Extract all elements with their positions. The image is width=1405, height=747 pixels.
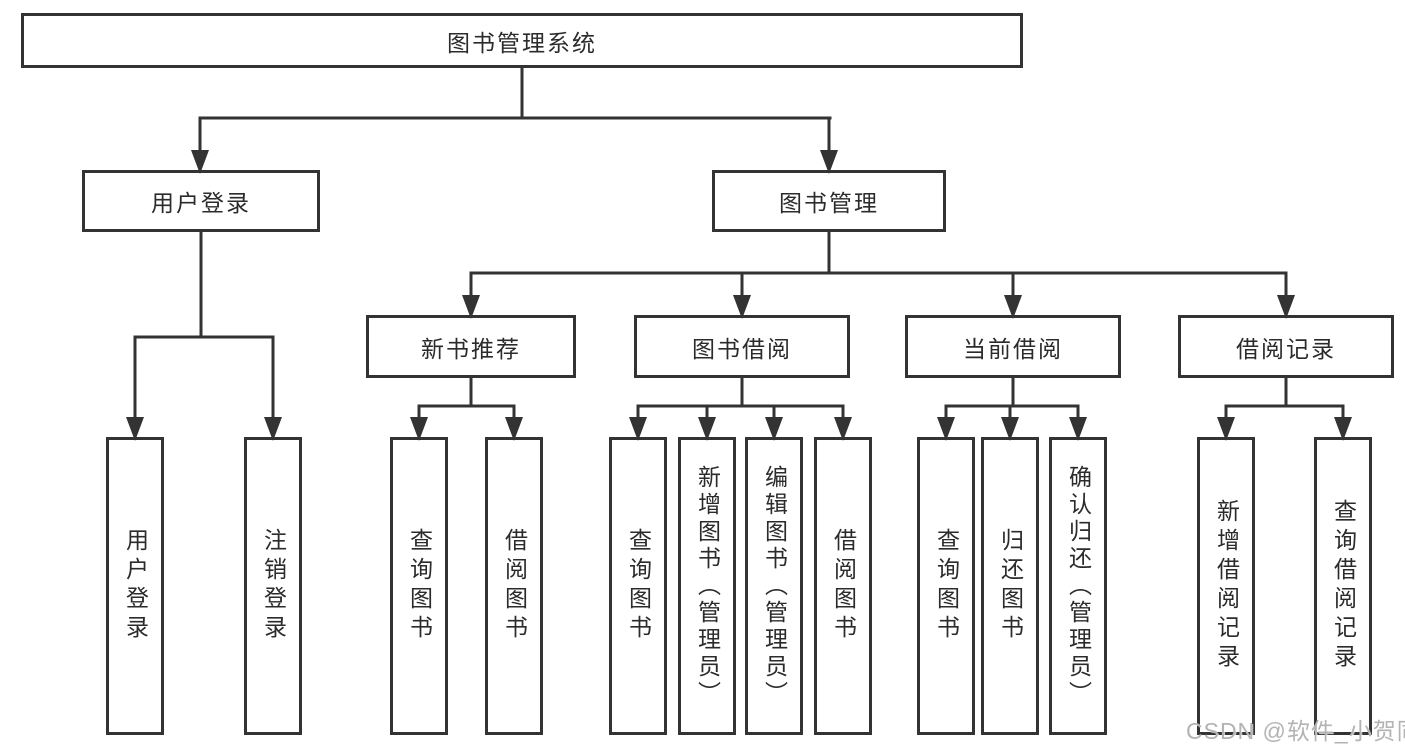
node-label: 编辑图书（管理员）: [761, 464, 788, 708]
node-label: 查询图书: [933, 528, 960, 644]
csdn-watermark: CSDN @软件_小贺同学: [1186, 718, 1405, 744]
node-book-management: 图书管理: [712, 170, 946, 232]
node-label: 借阅图书: [501, 528, 528, 644]
node-label: 借阅记录: [1236, 335, 1336, 362]
leaf-edit-books-admin: 编辑图书（管理员）: [745, 437, 803, 735]
leaf-borrow-books-recommend: 借阅图书: [485, 437, 543, 735]
leaf-user-login: 用户登录: [106, 437, 164, 735]
leaf-confirm-return-admin: 确认归还（管理员）: [1049, 437, 1107, 735]
node-label: 新增借阅记录: [1213, 499, 1240, 673]
node-label: 归还图书: [997, 528, 1024, 644]
leaf-query-books-recommend: 查询图书: [390, 437, 448, 735]
node-new-book-recommendation: 新书推荐: [366, 315, 576, 378]
node-label: 新增图书（管理员）: [694, 464, 721, 708]
node-label: 查询借阅记录: [1330, 499, 1357, 673]
node-label: 查询图书: [625, 528, 652, 644]
node-label: 图书借阅: [692, 335, 792, 362]
node-current-borrowing: 当前借阅: [905, 315, 1121, 378]
node-label: 当前借阅: [963, 335, 1063, 362]
node-label: 借阅图书: [830, 528, 857, 644]
node-book-borrowing: 图书借阅: [634, 315, 850, 378]
node-label: 图书管理系统: [447, 29, 597, 56]
leaf-return-books: 归还图书: [981, 437, 1039, 735]
node-library-management-system: 图书管理系统: [21, 13, 1023, 68]
node-label: 用户登录: [122, 528, 149, 644]
leaf-add-borrow-record: 新增借阅记录: [1197, 437, 1255, 735]
leaf-borrow-books-borrowing: 借阅图书: [814, 437, 872, 735]
node-label: 查询图书: [406, 528, 433, 644]
node-label: 确认归还（管理员）: [1065, 464, 1092, 708]
node-borrowing-records: 借阅记录: [1178, 315, 1394, 378]
leaf-query-books-borrowing: 查询图书: [609, 437, 667, 735]
node-label: 注销登录: [260, 528, 287, 644]
leaf-query-borrow-record: 查询借阅记录: [1314, 437, 1372, 735]
leaf-add-books-admin: 新增图书（管理员）: [678, 437, 736, 735]
node-label: 用户登录: [151, 190, 251, 216]
leaf-query-books-current: 查询图书: [917, 437, 975, 735]
node-label: 图书管理: [779, 190, 879, 216]
node-label: 新书推荐: [421, 335, 521, 362]
node-user-login: 用户登录: [82, 170, 320, 232]
leaf-logout: 注销登录: [244, 437, 302, 735]
